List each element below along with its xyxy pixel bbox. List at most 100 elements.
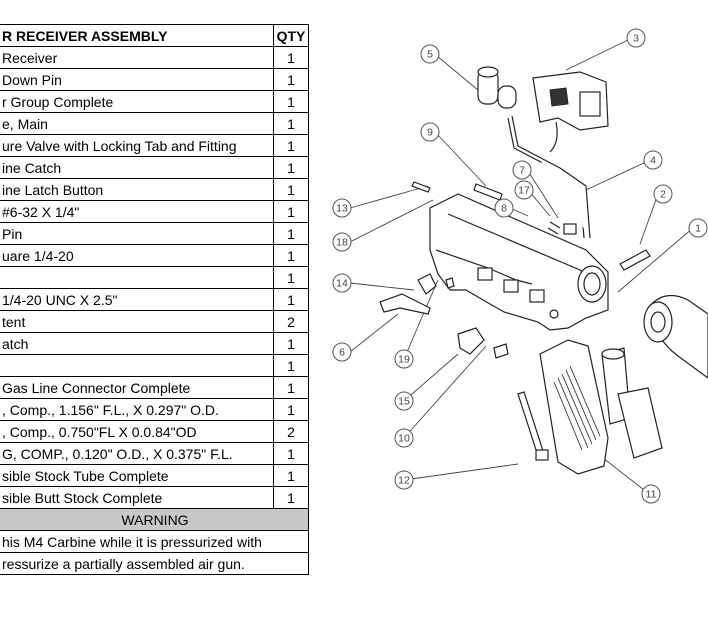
part-description: ure Valve with Locking Tab and Fitting — [0, 134, 274, 157]
part-12-bolt — [517, 391, 549, 461]
callout-label: 9 — [427, 127, 433, 139]
callout-label: 4 — [650, 155, 656, 167]
callout-label: 11 — [646, 489, 657, 501]
part-description — [0, 354, 274, 377]
part-description-text: e, Main — [2, 115, 48, 132]
callout-label: 12 — [398, 475, 410, 487]
table-row: atch 1 — [0, 332, 309, 355]
part-qty: 1 — [273, 486, 309, 509]
callout-label: 10 — [398, 433, 410, 445]
part-11-grip — [539, 339, 609, 475]
warning-line-1: his M4 Carbine while it is pressurized w… — [0, 530, 309, 553]
warning-line-2-row: ressurize a partially assembled air gun. — [0, 552, 309, 575]
callout-label: 19 — [398, 354, 410, 366]
part-qty: 1 — [273, 68, 309, 91]
callout-3: 3 — [626, 28, 646, 48]
table-row: 1/4-20 UNC X 2.5"1 — [0, 288, 309, 311]
part-qty: 1 — [273, 200, 309, 223]
callout-2: 2 — [653, 184, 673, 204]
table-row: 1 — [0, 354, 309, 377]
callout-label: 13 — [336, 203, 348, 215]
part-description: G, COMP., 0.120" O.D., X 0.375" F.L. — [0, 442, 274, 465]
callout-label: 18 — [336, 237, 348, 249]
part-1-lower-receiver — [429, 193, 609, 331]
part-qty: 1 — [273, 46, 309, 69]
callout-label: 14 — [336, 278, 348, 290]
callout-12: 12 — [394, 470, 414, 490]
part-description: tent — [0, 310, 274, 333]
part-description-text: r Group Complete — [2, 93, 114, 110]
part-description-text: Pin — [2, 225, 23, 242]
part-qty: 1 — [273, 332, 309, 355]
callout-label: 15 — [398, 396, 410, 408]
part-qty: 1 — [273, 354, 309, 377]
callout-18: 18 — [332, 232, 352, 252]
part-description: Gas Line Connector Complete — [0, 376, 274, 399]
part-qty: 1 — [273, 398, 309, 421]
table-row: 1 — [0, 266, 309, 289]
part-stock-tube-2 — [601, 347, 663, 459]
callout-8: 8 — [494, 198, 514, 218]
table-row: #6-32 X 1/4" 1 — [0, 200, 309, 223]
part-qty: 1 — [273, 442, 309, 465]
callout-label: 7 — [519, 165, 525, 177]
part-description-text: ine Latch Button — [2, 181, 104, 198]
part-qty: 2 — [273, 310, 309, 333]
part-qty: 1 — [273, 376, 309, 399]
part-description-text: sible Stock Tube Complete — [2, 467, 169, 484]
part-description: uare 1/4-20 — [0, 244, 274, 267]
part-description: sible Stock Tube Complete — [0, 464, 274, 487]
callout-4: 4 — [643, 150, 663, 170]
callout-label: 5 — [427, 49, 433, 61]
callout-7: 7 — [512, 160, 532, 180]
part-description: r Group Complete — [0, 90, 274, 113]
callout-label: 17 — [518, 185, 530, 197]
part-description: #6-32 X 1/4" — [0, 200, 274, 223]
part-description-text: 1/4-20 UNC X 2.5" — [2, 291, 118, 308]
part-qty: 1 — [273, 244, 309, 267]
table-row: Gas Line Connector Complete 1 — [0, 376, 309, 399]
warning-line-2: ressurize a partially assembled air gun. — [0, 552, 309, 575]
part-description: e, Main — [0, 112, 274, 135]
callout-label: 8 — [501, 203, 507, 215]
table-row: Down Pin 1 — [0, 68, 309, 91]
header-qty: QTY — [273, 24, 309, 47]
part-19-pin — [445, 277, 455, 289]
warning-line-1-row: his M4 Carbine while it is pressurized w… — [0, 530, 309, 553]
part-description: 1/4-20 UNC X 2.5" — [0, 288, 274, 311]
table-row: uare 1/4-20 1 — [0, 244, 309, 267]
part-description-text: ine Catch — [2, 159, 62, 176]
part-description-text: Down Pin — [2, 71, 62, 88]
part-description — [0, 266, 274, 289]
part-description-text: atch — [2, 335, 29, 352]
part-description: ine Latch Button — [0, 178, 274, 201]
part-description-text: Gas Line Connector Complete — [2, 379, 191, 396]
part-description: ine Catch — [0, 156, 274, 179]
part-description-text: ure Valve with Locking Tab and Fitting — [2, 137, 237, 154]
part-description: sible Butt Stock Complete — [0, 486, 274, 509]
part-description: , Comp., 0.750"FL X 0.0.84"OD — [0, 420, 274, 443]
callout-15: 15 — [394, 391, 414, 411]
callout-1: 1 — [688, 218, 708, 238]
callout-10: 10 — [394, 428, 414, 448]
part-description-text: #6-32 X 1/4" — [2, 203, 80, 220]
part-description-text: uare 1/4-20 — [2, 247, 74, 264]
table-row: , Comp., 1.156" F.L., X 0.297" O.D.1 — [0, 398, 309, 421]
warning-row: WARNING — [0, 508, 309, 531]
callout-17: 17 — [514, 180, 534, 200]
part-13-pin — [411, 181, 431, 193]
callout-13: 13 — [332, 198, 352, 218]
part-description: Down Pin — [0, 68, 274, 91]
callout-14: 14 — [332, 273, 352, 293]
part-description-text: , Comp., 0.750"FL X 0.0.84"OD — [2, 423, 197, 440]
